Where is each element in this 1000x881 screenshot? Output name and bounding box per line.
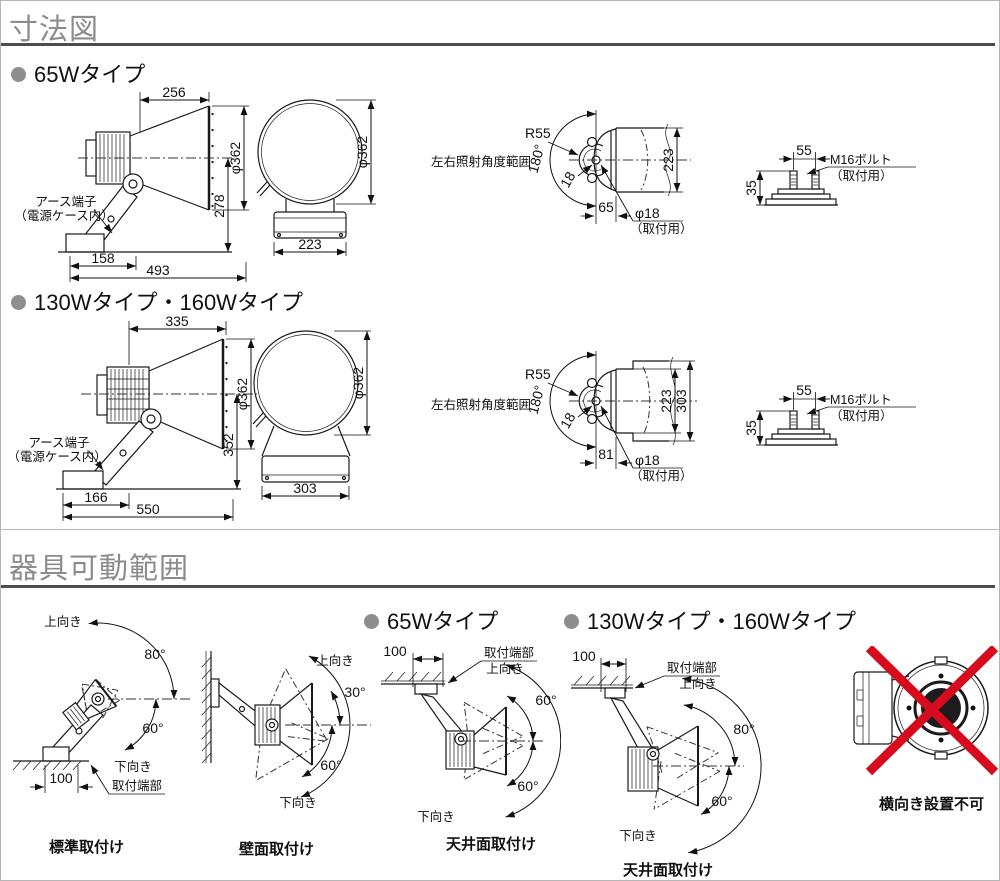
dim-depth: 223 [660,148,676,172]
dim-diameter: φ362 [354,136,370,169]
hole-label: φ18 [635,205,660,221]
dim-depth-inner: 223 [658,389,674,413]
up-label: 上向き [316,653,354,668]
dim-hole: 18 [557,410,579,432]
dim-radius: R55 [525,366,551,382]
dim-offset: 100 [572,648,596,664]
range-header-130w: 130Wタイプ・160Wタイプ [564,604,856,636]
dim-bolt-pitch: 55 [796,142,812,158]
dim-angle: 180° [525,384,548,416]
dim-offset: 65 [598,199,614,215]
up-label: 上向き [679,676,717,691]
dim-diameter: φ362 [234,378,250,411]
dim-base-offset: 166 [84,489,108,505]
down-label: 下向き [279,795,317,810]
header-130w: 130Wタイプ・160Wタイプ [11,285,303,317]
up-label: 上向き [486,661,524,676]
dim-base-width: 223 [298,236,322,252]
dim-radius: R55 [525,125,551,141]
dim-height: 278 [211,194,227,218]
caption-forbidden: 横向き設置不可 [879,796,985,813]
dim-diameter: φ362 [227,142,243,175]
dim-base-offset: 158 [91,250,115,266]
bolt-label: M16ボルト [830,153,892,167]
up-label: 上向き [44,614,82,629]
dim-top-width: 335 [165,313,189,329]
up-angle: 80° [144,646,165,662]
bolt-label-2: （取付用） [830,169,893,183]
down-label: 下向き [619,828,657,843]
drawing-ceiling-130w: 100 取付端部 上向き 80° 60° 下向き [571,648,762,855]
drawing-130w-side-view: 335 φ362 352 166 550 アース端子 （電源ケース内） [11,313,257,521]
caption-ceiling-130w: 天井面取付け [623,862,714,879]
header-65w: 65Wタイプ [11,57,145,89]
dim-top-width: 256 [162,86,186,100]
caption-ceiling-65w: 天井面取付け [446,836,537,853]
dim-bolt-height: 35 [746,420,759,436]
drawing-65w-top-view: 左右照射角度範囲 180° R55 223 65 φ18 （取付用） 18 [431,110,693,236]
bullet-icon [11,67,26,82]
section-rule-1 [1,43,995,46]
fixture-body [62,678,118,731]
dim-offset: 100 [49,770,73,786]
bullet-icon [11,295,26,310]
hole-label-2: （取付用） [630,469,693,483]
dim-offset: 100 [383,643,407,659]
bolt-label-2: （取付用） [830,409,893,423]
earth-terminal-label: アース端子 [35,195,96,209]
dim-angle: 180° [525,143,548,175]
dim-total-length: 493 [146,262,170,278]
dim-offset: 81 [598,446,614,462]
dim-total-length: 550 [136,501,160,517]
bolt-label: M16ボルト [830,393,892,407]
section-rule-2 [1,585,995,588]
dim-diameter: φ362 [350,367,366,400]
earth-terminal-label: アース端子 [28,436,89,450]
forbidden-x-icon [865,646,999,776]
drawing-standard-mounting: 上向き 80° 60° 下向き 取付端部 100 [13,614,193,795]
up-angle: 30° [344,684,365,700]
earth-terminal-label-2: （電源ケース内） [16,209,114,223]
drawing-65w-bolt-view: 55 35 M16ボルト （取付用） [746,142,916,206]
drawing-130w-top-view: 左右照射角度範囲 180° R55 223 303 81 φ18 （取付用） 1… [431,351,697,483]
earth-terminal-label-2: （電源ケース内） [11,450,107,464]
down-angle: 60° [517,778,538,794]
caption-standard: 標準取付け [49,839,125,856]
dim-hole: 18 [557,169,579,191]
down-angle: 60° [142,720,163,736]
dim-base-width: 303 [293,480,317,496]
down-label: 下向き [417,809,455,824]
drawing-130w-front-view: 303 φ362 [252,330,371,500]
dim-bolt-height: 35 [746,180,759,196]
section-separator [1,529,999,530]
section-title-dimensions: 寸法図 [9,14,100,46]
dim-depth-outer: 303 [673,389,689,413]
bullet-icon [564,614,579,629]
up-angle: 80° [733,721,754,737]
bullet-icon [364,614,379,629]
drawing-130w-bolt-view: 55 35 M16ボルト （取付用） [746,382,916,446]
mount-edge-label: 取付端部 [484,645,534,660]
drawing-forbidden-orientation [853,646,999,776]
range-header-65w: 65Wタイプ [364,604,498,636]
down-label: 下向き [114,759,152,774]
mount-edge-label: 取付端部 [667,660,717,675]
section-title-range: 器具可動範囲 [9,553,190,585]
dim-height: 352 [220,433,236,457]
down-angle: 60° [711,793,732,809]
drawing-wall-mounting: 30° 60° 上向き 下向き [201,651,371,810]
drawing-ceiling-65w: 100 取付端部 上向き 60° 60° 下向き [381,643,561,824]
drawing-65w-side-view: 256 φ362 278 158 493 アース端子 （電源ケース内） [16,86,249,282]
angle-range-label: 左右照射角度範囲 [431,154,531,169]
dim-bolt-pitch: 55 [796,382,812,398]
drawing-65w-front-view: 223 φ362 [256,99,376,256]
mount-edge-label: 取付端部 [112,778,162,793]
caption-wall: 壁面取付け [239,841,315,858]
angle-range-label: 左右照射角度範囲 [431,397,531,412]
hole-label: φ18 [635,452,660,468]
hole-label-2: （取付用） [630,222,693,236]
